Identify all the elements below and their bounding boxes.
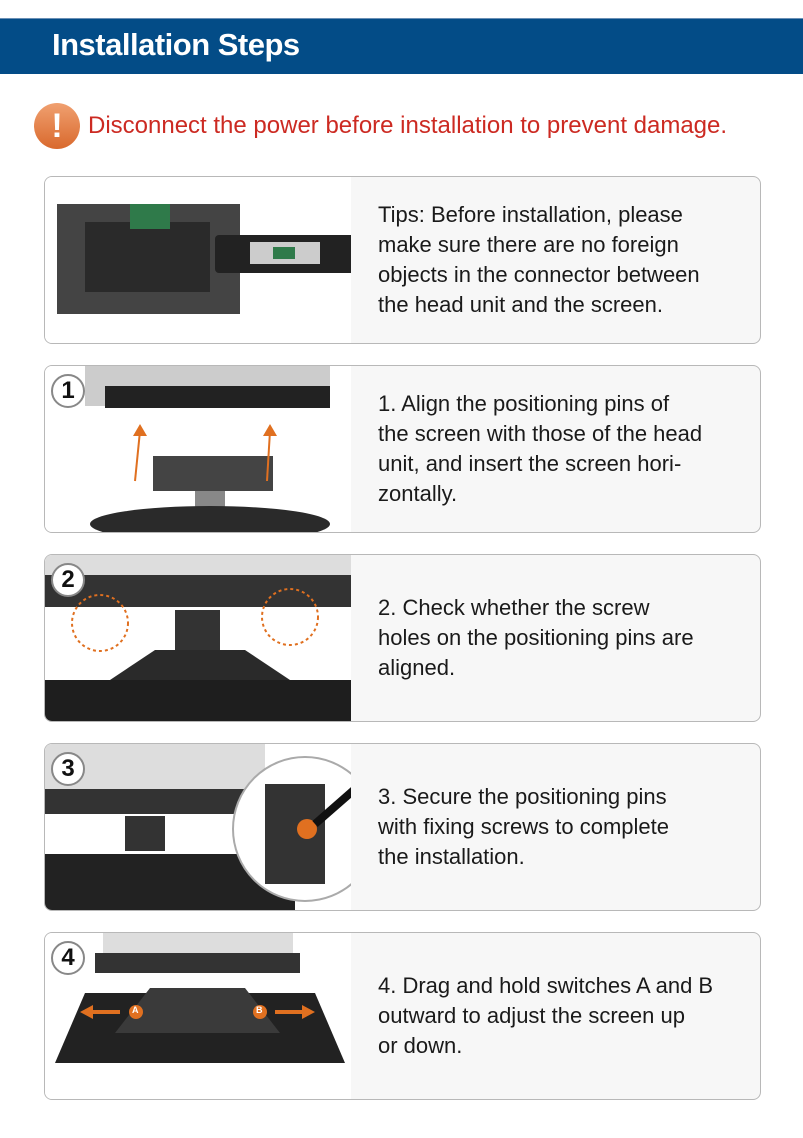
step-line: zontally. <box>378 481 458 506</box>
step-card-1: 1 1. Align the positioning pins of the s… <box>44 365 761 533</box>
step-line: with fixing screws to complete <box>378 814 669 839</box>
tip-line: make sure there are no foreign <box>378 232 679 257</box>
connector-image <box>45 177 351 343</box>
warning-text: Disconnect the power before installation… <box>88 112 728 139</box>
step-4-image: A B 4 <box>45 933 351 1099</box>
switch-a-label: A <box>132 1005 139 1015</box>
step-line: or down. <box>378 1033 463 1058</box>
step-card-2: 2 2. Check whether the screw holes on th… <box>44 554 761 722</box>
tip-line: Tips: Before installation, please <box>378 202 683 227</box>
step-line: aligned. <box>378 655 456 680</box>
step-line: unit, and insert the screen hori- <box>378 451 682 476</box>
tip-line: objects in the connector between <box>378 262 700 287</box>
step-number-badge: 2 <box>51 563 85 597</box>
tip-line: the head unit and the screen. <box>378 292 663 317</box>
warning-notice: ! Disconnect the power before installati… <box>34 103 728 149</box>
step-line: 3. Secure the positioning pins <box>378 784 667 809</box>
step-3-image: 3 <box>45 744 351 910</box>
step-line: 2. Check whether the screw <box>378 595 650 620</box>
header-bar: Installation Steps <box>0 18 803 74</box>
step-line: 1. Align the positioning pins of <box>378 391 670 416</box>
step-card-3: 3 3. Secure the positioning pins with fi… <box>44 743 761 911</box>
step-line: the screen with those of the head <box>378 421 703 446</box>
step-number-badge: 3 <box>51 752 85 786</box>
switch-b-label: B <box>256 1005 263 1015</box>
step-1-image: 1 <box>45 366 351 532</box>
tips-card: Tips: Before installation, please make s… <box>44 176 761 344</box>
step-line: 4. Drag and hold switches A and B <box>378 973 714 998</box>
step-line: the installation. <box>378 844 525 869</box>
step-number-badge: 1 <box>51 374 85 408</box>
step-line: outward to adjust the screen up <box>378 1003 685 1028</box>
step-number-badge: 4 <box>51 941 85 975</box>
step-card-4: A B 4 4. Drag and hold switches A and B … <box>44 932 761 1100</box>
page-title: Installation Steps <box>52 27 300 62</box>
step-line: holes on the positioning pins are <box>378 625 694 650</box>
step-2-image: 2 <box>45 555 351 721</box>
exclamation-icon: ! <box>34 103 80 149</box>
